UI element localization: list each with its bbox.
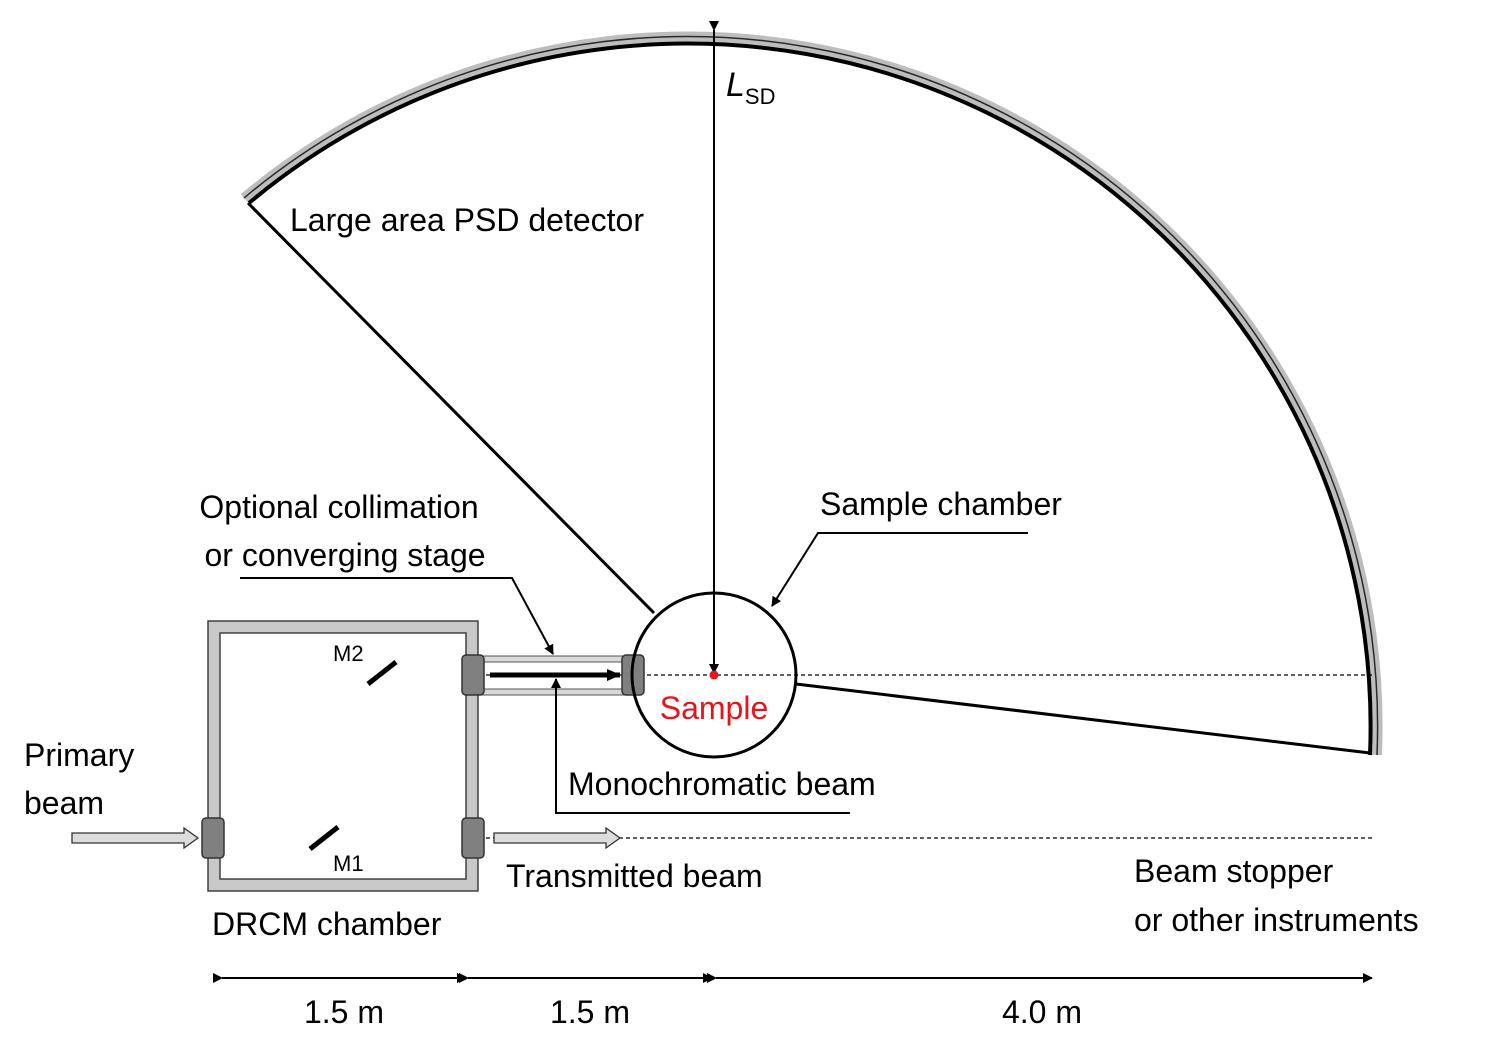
monochromatic-beam-label: Monochromatic beam: [568, 766, 876, 802]
lsd-label: LSD: [726, 66, 775, 109]
collimation-label-line1: Optional collimation: [199, 489, 478, 525]
transmitted-beam-label: Transmitted beam: [506, 858, 763, 894]
sample-chamber-leader: [771, 532, 1028, 607]
detector-label: Large area PSD detector: [290, 202, 644, 238]
m1-label: M1: [333, 851, 364, 876]
drcm-chamber-inner: [219, 632, 467, 880]
sample-dot: [709, 670, 719, 680]
collimation-label-line2: or converging stage: [204, 537, 485, 573]
crystal-m2: [366, 660, 398, 686]
sample-chamber-label: Sample chamber: [820, 486, 1062, 522]
transmitted-beam-arrow: [493, 826, 622, 850]
beam-stopper-label-line1: Beam stopper: [1134, 853, 1334, 889]
collimation-leader: [240, 577, 554, 655]
detector-cone-right-edge: [795, 682, 1371, 755]
dimension-label-drcm: 1.5 m: [304, 994, 384, 1030]
detector-arc: [240, 31, 1383, 756]
primary-beam-label-line2: beam: [24, 785, 104, 821]
window-drcm-left: [201, 817, 225, 859]
window-drcm-top-right: [461, 654, 485, 696]
drcm-chamber-label: DRCM chamber: [212, 906, 442, 942]
sample-chamber: [630, 591, 798, 759]
m2-label: M2: [333, 641, 364, 666]
primary-beam-label-line1: Primary: [24, 737, 134, 773]
dimension-label-collimation: 1.5 m: [550, 994, 630, 1030]
detector-cone-left-edge: [246, 201, 656, 615]
dimension-label-detector: 4.0 m: [1002, 994, 1082, 1030]
monochromatic-leader: [551, 678, 850, 814]
beam-stopper-label-line2: or other instruments: [1134, 902, 1419, 938]
sample-label: Sample: [660, 690, 769, 726]
crystal-m1: [308, 825, 340, 851]
primary-beam-arrow: [71, 826, 200, 850]
window-drcm-bottom-right: [461, 817, 485, 859]
